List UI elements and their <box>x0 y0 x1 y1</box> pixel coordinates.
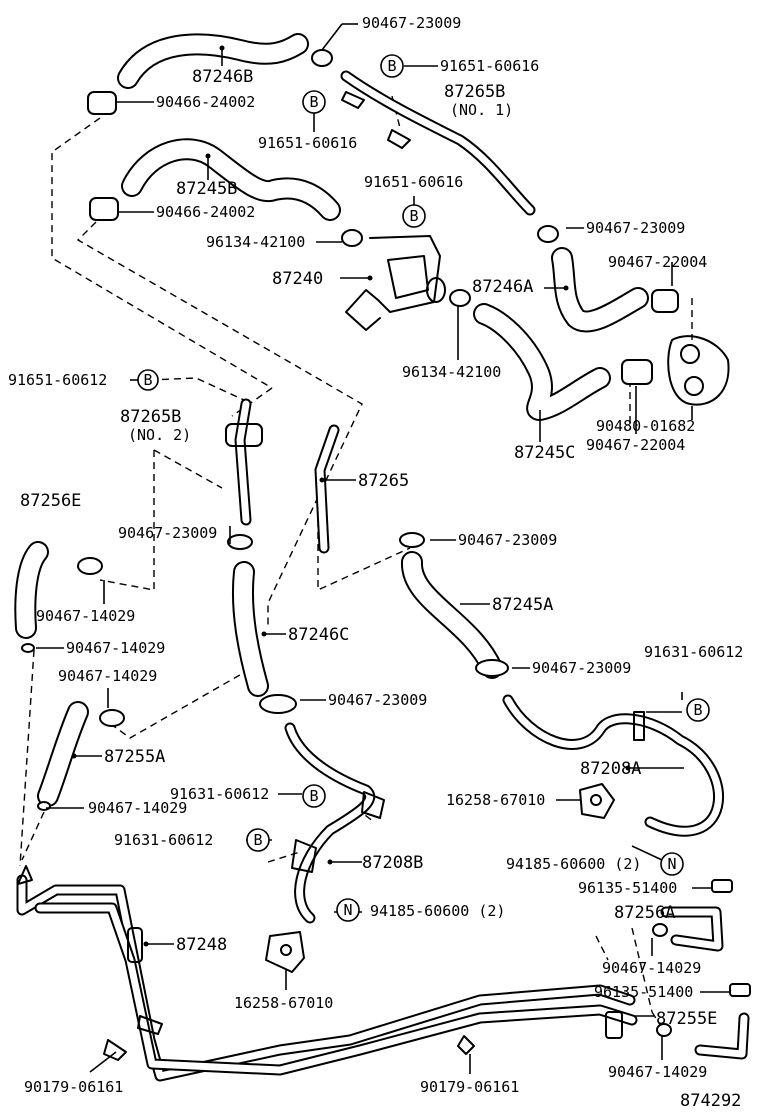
part-label: 90466-24002 <box>156 93 255 111</box>
hose-clamps <box>21 49 751 1037</box>
svg-text:B: B <box>309 787 318 805</box>
part-label: 96134-42100 <box>402 363 501 381</box>
b-marker: B <box>302 90 326 114</box>
svg-text:B: B <box>693 701 702 719</box>
part-label: 87246B <box>192 67 253 87</box>
leader-dots <box>71 45 631 947</box>
part-label: 87265B <box>444 82 505 102</box>
svg-text:N: N <box>667 855 676 873</box>
part-label: 87246A <box>472 277 533 297</box>
part-label: 90467-14029 <box>88 799 187 817</box>
part-labels: 90467-23009 91651-60616 87246B 87265B (N… <box>8 14 743 1111</box>
b-marker: B <box>302 784 326 808</box>
svg-text:B: B <box>387 57 396 75</box>
part-label: 91651-60612 <box>8 371 107 389</box>
part-label: 16258-67010 <box>234 994 333 1012</box>
part-label: 90179-06161 <box>420 1078 519 1096</box>
svg-text:B: B <box>409 207 418 225</box>
part-label: 90467-23009 <box>458 531 557 549</box>
part-label: 94185-60600 (2) <box>506 855 641 873</box>
part-label: (NO. 2) <box>128 426 191 444</box>
b-marker: B <box>686 698 710 722</box>
part-label: 87256E <box>20 491 81 511</box>
svg-text:B: B <box>143 371 152 389</box>
part-label: 91631-60612 <box>170 785 269 803</box>
fittings <box>17 91 730 1061</box>
svg-text:N: N <box>343 901 352 919</box>
part-label: 90467-14029 <box>608 1063 707 1081</box>
part-label: 90467-22004 <box>608 253 707 271</box>
part-label: 90467-14029 <box>36 607 135 625</box>
n-marker: N <box>336 898 360 922</box>
figure-number: 874292 <box>680 1091 741 1111</box>
part-label: 91631-60612 <box>644 643 743 661</box>
part-label: 91651-60616 <box>364 173 463 191</box>
part-label: 87255A <box>104 747 165 767</box>
b-marker: B <box>137 369 159 391</box>
part-label: 90467-23009 <box>118 524 217 542</box>
b-marker: B <box>380 54 404 78</box>
part-label: 90467-23009 <box>328 691 427 709</box>
b-marker: B <box>246 828 270 852</box>
part-label: 90179-06161 <box>24 1078 123 1096</box>
part-label: 90467-23009 <box>532 659 631 677</box>
part-label: 91631-60612 <box>114 831 213 849</box>
part-label: 90467-14029 <box>66 639 165 657</box>
part-label: 90480-01682 <box>596 417 695 435</box>
part-label: 96135-51400 <box>578 879 677 897</box>
part-label: 90467-23009 <box>362 14 461 32</box>
svg-text:B: B <box>253 831 262 849</box>
part-label: 90466-24002 <box>156 203 255 221</box>
part-label: 91651-60616 <box>258 134 357 152</box>
b-marker: B <box>402 204 426 228</box>
part-label: 94185-60600 (2) <box>370 902 505 920</box>
part-label: 87265 <box>358 471 409 491</box>
part-label: 16258-67010 <box>446 791 545 809</box>
hoses <box>14 33 649 807</box>
metal-pipes <box>16 70 750 1082</box>
part-label: 87256A <box>614 903 675 923</box>
part-label: 90467-22004 <box>586 436 685 454</box>
part-label: 87255E <box>656 1009 717 1029</box>
part-label: 87208B <box>362 853 423 873</box>
part-label: (NO. 1) <box>450 101 513 119</box>
leader-lines <box>36 23 730 1074</box>
part-label: 96135-51400 <box>594 983 693 1001</box>
part-label: 96134-42100 <box>206 233 305 251</box>
part-label: 90467-23009 <box>586 219 685 237</box>
part-label: 91651-60616 <box>440 57 539 75</box>
part-label: 87246C <box>288 625 349 645</box>
part-label: 90467-14029 <box>58 667 157 685</box>
part-label: 90467-14029 <box>602 959 701 977</box>
part-label: 87245A <box>492 595 553 615</box>
n-marker: N <box>660 852 684 876</box>
part-label: 87240 <box>272 269 323 289</box>
part-label: 87245C <box>514 443 575 463</box>
svg-text:B: B <box>309 93 318 111</box>
part-label: 87265B <box>120 407 181 427</box>
part-label: 87208A <box>580 759 641 779</box>
part-label: 87248 <box>176 935 227 955</box>
part-label: 87245B <box>176 179 237 199</box>
